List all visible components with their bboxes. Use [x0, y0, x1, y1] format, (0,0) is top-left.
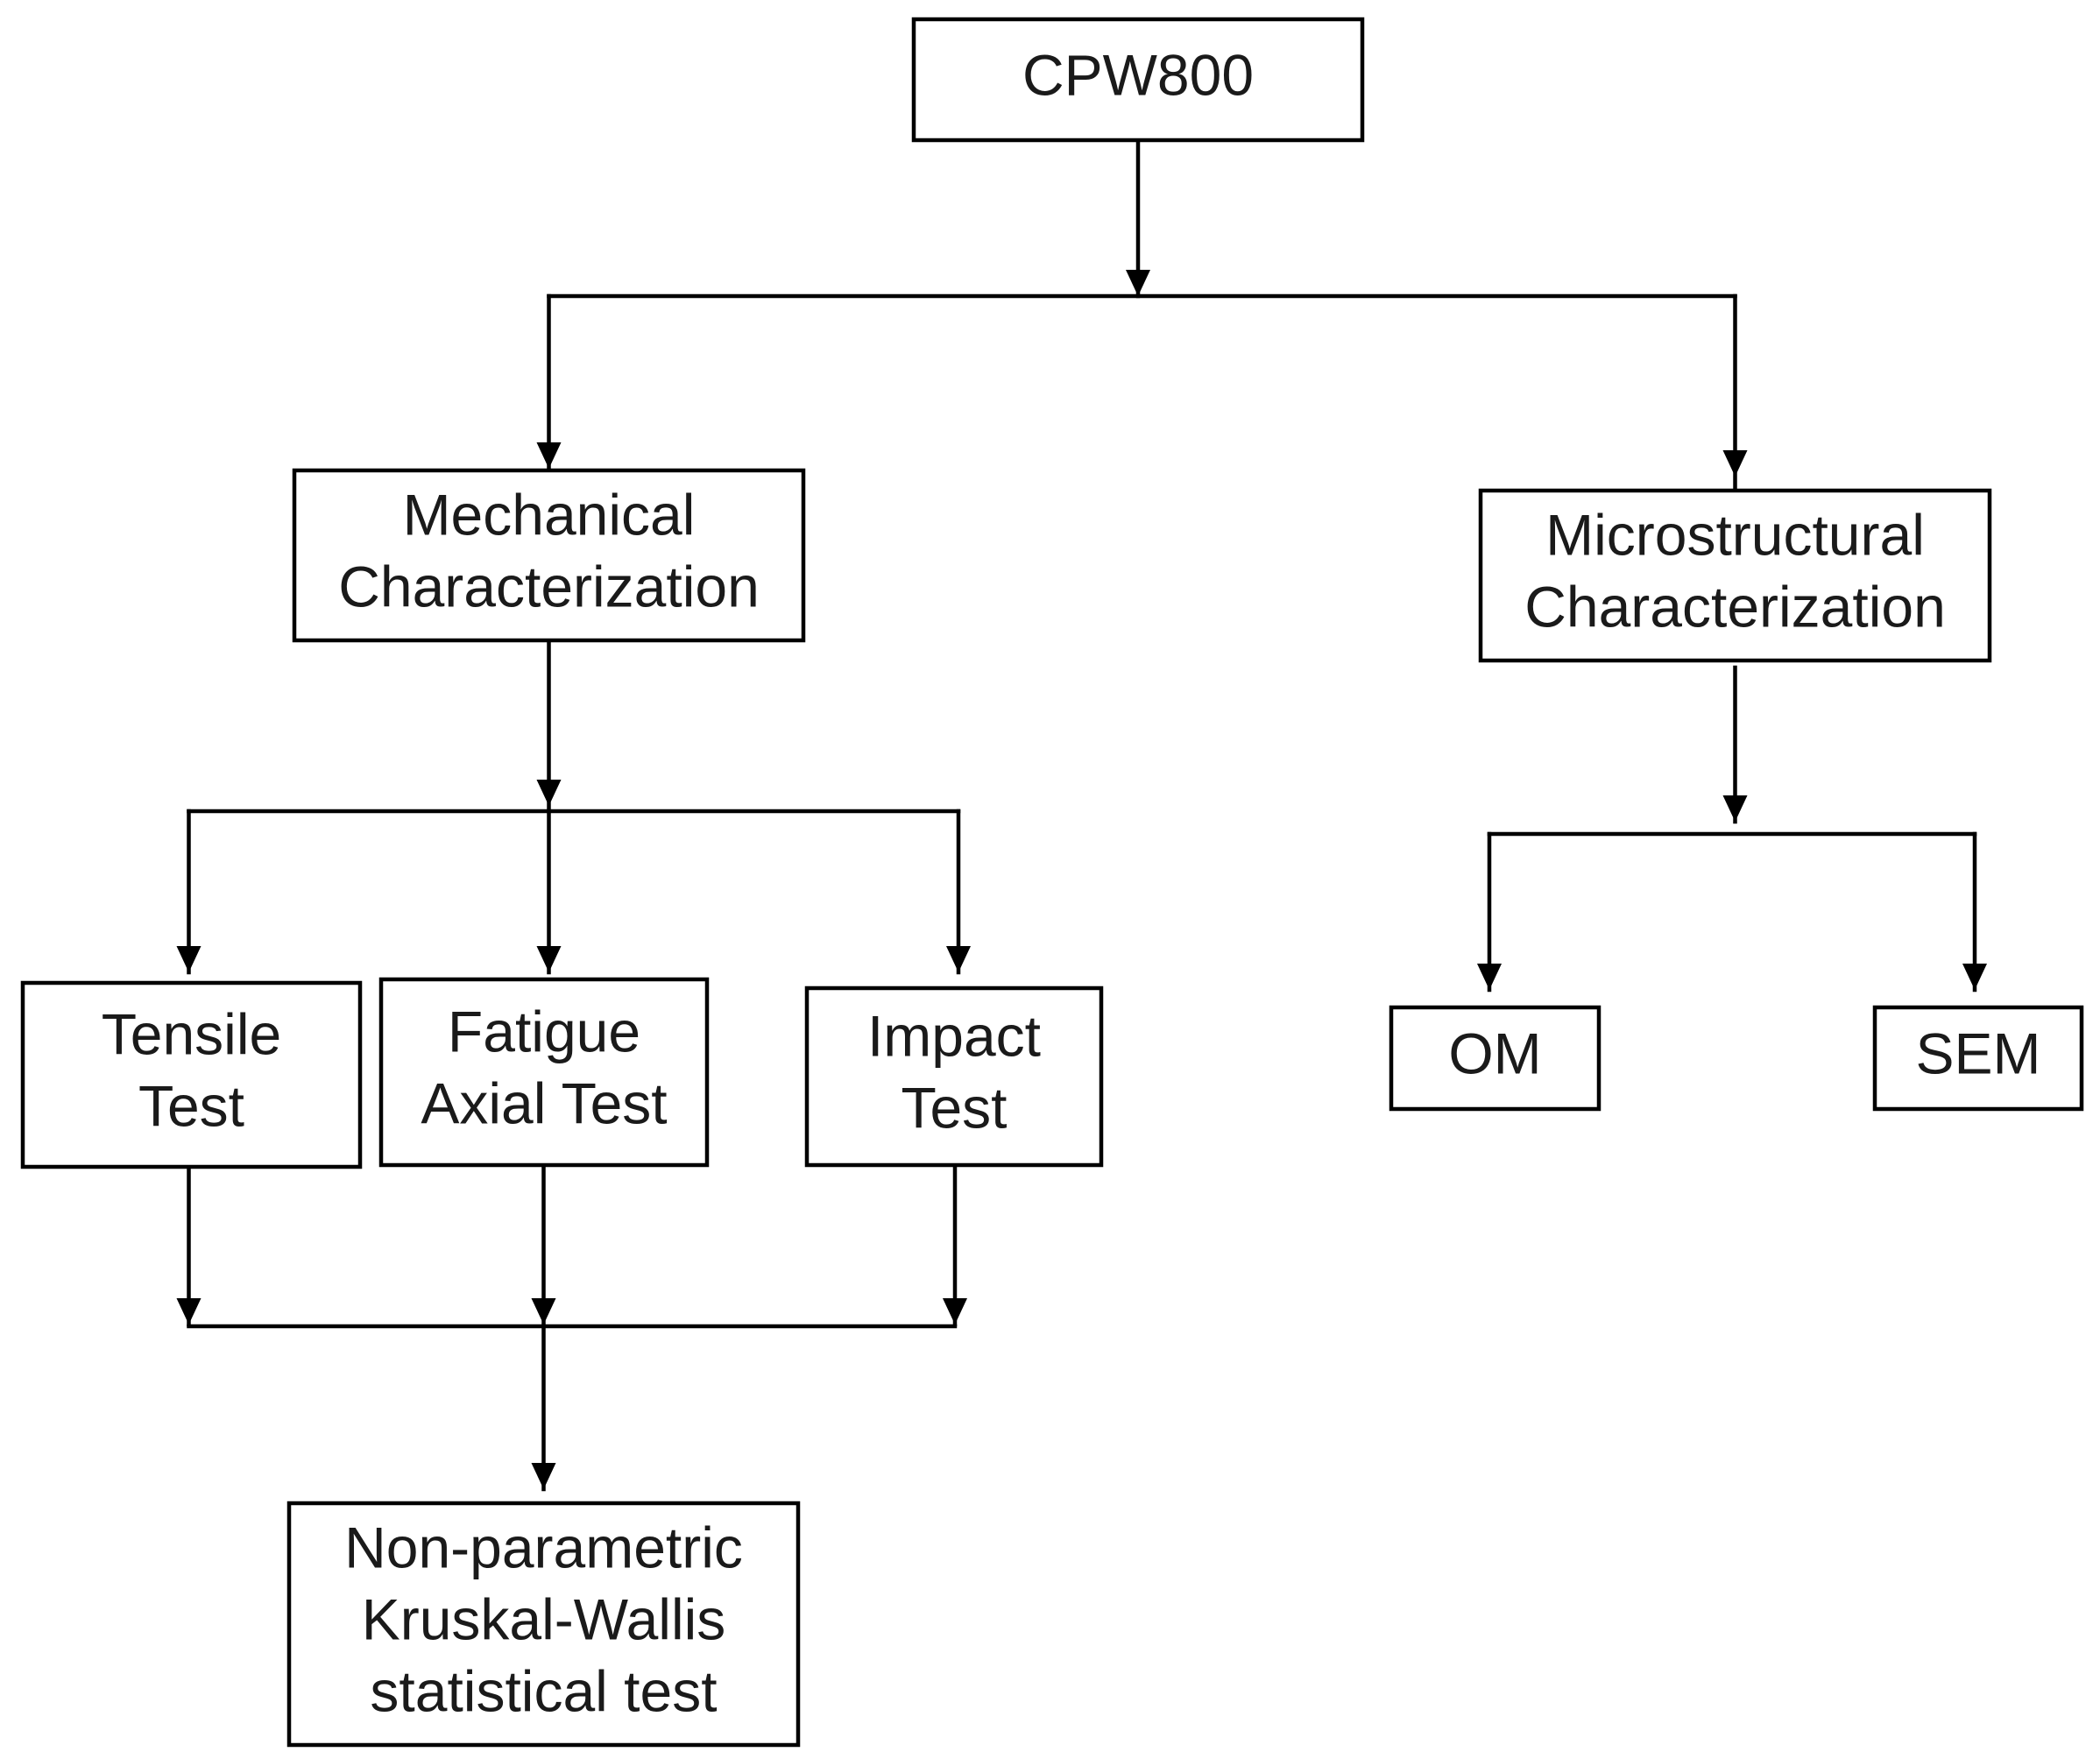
arrow-to-tensile [176, 946, 202, 972]
node-sem-box [1872, 1005, 2084, 1112]
node-mechanical-label-line-2: Characterization [338, 554, 760, 618]
node-microstructural-label-line-2: Characterization [1524, 574, 1946, 639]
node-root-label-line-1: CPW800 [1022, 42, 1254, 107]
node-om: OM [1389, 1005, 1602, 1112]
node-sem: SEM [1872, 1005, 2084, 1112]
nodes: CPW800MechanicalCharacterizationMicrostr… [20, 17, 2084, 1748]
node-microstructural-label-line-1: Microstructural [1545, 502, 1925, 567]
arrow-mechanical-split [536, 780, 562, 806]
node-statistical-box [286, 1501, 801, 1748]
node-statistical-label-line-3: statistical test [370, 1658, 717, 1723]
node-root-box [911, 17, 1365, 143]
node-statistical-label-line-2: Kruskal-Wallis [362, 1586, 726, 1651]
node-om-box [1389, 1005, 1602, 1112]
arrow-root-split [1126, 270, 1150, 296]
node-tensile-box [20, 980, 363, 1169]
node-impact-label-line-2: Test [901, 1075, 1007, 1140]
connectors [176, 138, 1987, 1492]
node-tensile-label-line-1: Tensile [102, 1001, 281, 1066]
node-om-label-line-1: OM [1448, 1021, 1541, 1085]
arrow-to-microstructural [1722, 450, 1748, 477]
arrow-to-impact [946, 946, 971, 972]
arrow-to-om [1477, 964, 1502, 990]
node-fatigue-label-line-1: Fatigue [448, 999, 640, 1063]
arrow-tensile-merge [176, 1298, 202, 1325]
arrow-to-statistical [531, 1463, 556, 1489]
node-microstructural-box [1478, 488, 1992, 663]
node-fatigue-label-line-2: Axial Test [421, 1070, 667, 1135]
node-fatigue-box [378, 977, 710, 1168]
arrow-micro-split [1722, 795, 1748, 822]
node-impact-box [804, 985, 1104, 1168]
node-mechanical-label-line-1: Mechanical [403, 482, 696, 547]
arrow-to-sem [1962, 964, 1987, 990]
node-root: CPW800 [911, 17, 1365, 143]
arrow-fatigue-merge [531, 1298, 556, 1325]
node-tensile-label-line-2: Test [138, 1073, 244, 1138]
node-impact-label-line-1: Impact [867, 1003, 1041, 1068]
node-mechanical-box [292, 468, 806, 643]
arrow-to-mechanical [536, 442, 562, 469]
arrow-to-fatigue [536, 946, 562, 972]
node-sem-label-line-1: SEM [1915, 1021, 2040, 1085]
node-statistical-label-line-1: Non-parametric [344, 1515, 743, 1579]
arrow-impact-merge [943, 1298, 967, 1325]
